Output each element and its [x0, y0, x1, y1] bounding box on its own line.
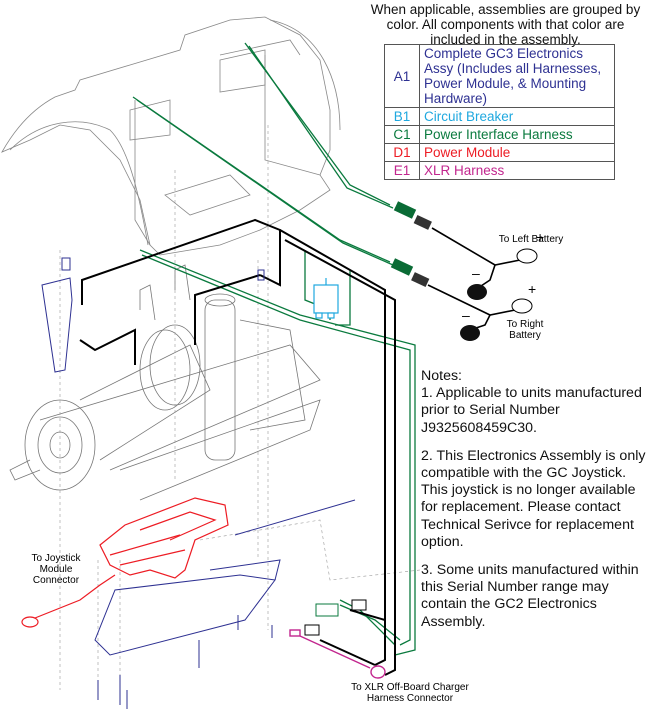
- shroud-housing: [1, 16, 341, 256]
- legend-description: Power Interface Harness: [419, 125, 615, 144]
- notes-heading: Notes:: [421, 368, 463, 384]
- power-interface-harness: [132, 42, 416, 656]
- callout-xlr: To XLR Off-Board Charger Harness Connect…: [351, 682, 469, 704]
- harness-connectors: [390, 201, 432, 288]
- plus-sign-left: +: [536, 229, 545, 245]
- legend-description: Power Module: [419, 143, 615, 162]
- motor-drive-assembly: [9, 264, 321, 501]
- minus-sign-left: –: [472, 265, 480, 281]
- legend-code: E1: [384, 161, 420, 180]
- xlr-harness: [289, 629, 386, 679]
- legend-row-d1: D1 Power Module: [384, 143, 615, 162]
- minus-sign-right: –: [462, 307, 470, 323]
- callout-left-battery: To Left Battery: [498, 234, 564, 245]
- legend-description: Circuit Breaker: [419, 107, 615, 126]
- battery-terminals: [460, 248, 538, 341]
- legend-row-e1: E1 XLR Harness: [384, 161, 615, 180]
- power-harness-black: [79, 218, 396, 676]
- callout-right-battery: To Right Battery: [506, 319, 544, 341]
- assembly-legend-table: A1 Complete GC3 Electronics Assy (Includ…: [384, 44, 615, 180]
- mounting-hardware: [41, 257, 356, 709]
- legend-code: D1: [384, 143, 420, 162]
- legend-row-a1: A1 Complete GC3 Electronics Assy (Includ…: [384, 44, 615, 108]
- legend-description: XLR Harness: [419, 161, 615, 180]
- callout-joystick: To Joystick Module Connector: [31, 553, 81, 586]
- legend-row-c1: C1 Power Interface Harness: [384, 125, 615, 144]
- notes-section: Notes: 1. Applicable to units manufactur…: [421, 368, 647, 642]
- circuit-breaker: [313, 278, 339, 319]
- legend-row-b1: B1 Circuit Breaker: [384, 107, 615, 126]
- legend-description: Complete GC3 Electronics Assy (Includes …: [419, 44, 615, 108]
- plus-sign-right: +: [528, 281, 537, 297]
- note-item: 2. This Electronics Assembly is only com…: [421, 447, 646, 550]
- note-item: 1. Applicable to units manufactured prio…: [421, 385, 642, 436]
- bottom-connectors: [304, 599, 367, 636]
- assembly-color-intro: When applicable, assemblies are grouped …: [370, 2, 641, 47]
- legend-code: A1: [384, 44, 420, 108]
- note-item: 3. Some units manufactured within this S…: [421, 562, 639, 630]
- power-module: [21, 497, 229, 628]
- legend-code: C1: [384, 125, 420, 144]
- legend-code: B1: [384, 107, 420, 126]
